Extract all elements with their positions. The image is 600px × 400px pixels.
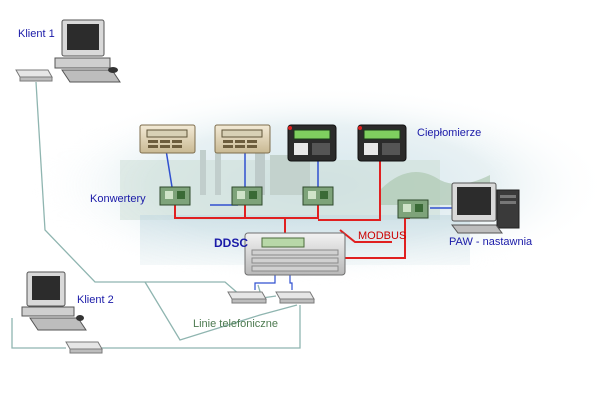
client2-label: Klient 2	[77, 294, 114, 306]
phone-line-link	[144, 281, 298, 341]
ddsc-label: DDSC	[214, 236, 249, 250]
client2-modem-link	[11, 318, 66, 349]
heat-meters-label: Ciepłomierze	[417, 127, 482, 139]
client2-modem	[65, 341, 103, 354]
converter-3	[302, 186, 334, 206]
converter-1	[159, 186, 191, 206]
phone-lines-label: Linie telefoniczne	[193, 318, 279, 330]
modem-1	[227, 291, 267, 304]
modem-2	[275, 291, 315, 304]
workstation-label: PAW - nastawnia	[449, 236, 533, 248]
modbus-label: MODBUS	[358, 230, 407, 242]
heat-meter-2	[214, 124, 271, 154]
phone-line-client1	[35, 81, 241, 296]
client1-computer	[54, 19, 121, 83]
converters-label: Konwertery	[90, 193, 146, 205]
paw-workstation	[451, 182, 520, 234]
client1-label: Klient 1	[18, 28, 55, 40]
ddsc-controller	[244, 232, 346, 276]
phone-line-client2	[80, 305, 301, 349]
converter-4	[397, 199, 429, 219]
phone-lines	[11, 81, 301, 349]
heat-meter-3	[287, 124, 337, 162]
client1-modem	[15, 69, 53, 82]
converter-2	[231, 186, 263, 206]
modbus-bus	[174, 160, 410, 259]
heat-meter-1	[139, 124, 196, 154]
client2-computer	[21, 271, 87, 331]
heat-meter-4	[357, 124, 407, 162]
ddsc-to-modems	[254, 270, 293, 290]
